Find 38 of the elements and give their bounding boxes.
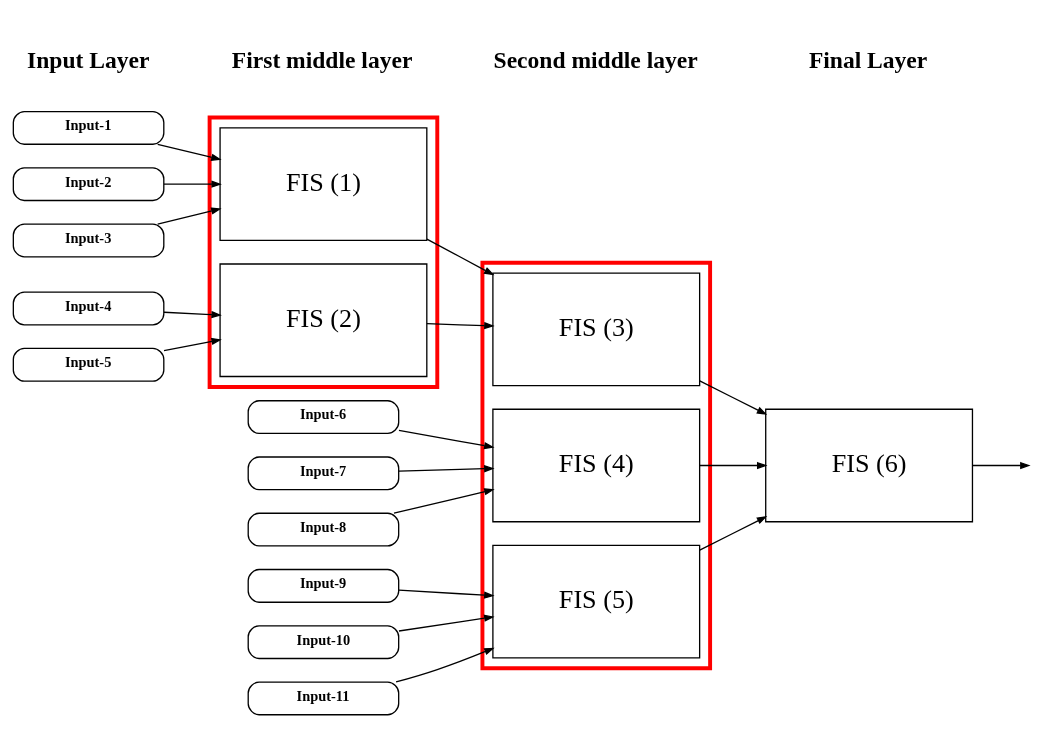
node-box: Input-10 [247,625,400,660]
node-box: FIS (1) [219,127,428,242]
arrow [163,180,222,188]
node-box: Input-11 [247,681,400,716]
arrow [163,310,222,319]
node-box: Input-5 [12,347,165,382]
arrow [426,322,495,330]
arrow [398,589,495,599]
arrow [163,337,222,352]
node-box: Input-1 [12,110,165,145]
arrow [699,380,768,415]
node-box: Input-8 [247,512,400,547]
node-box: FIS (5) [492,544,701,659]
node-box: FIS (2) [219,263,428,378]
node-box: FIS (6) [765,408,974,523]
node-box: Input-4 [12,291,165,326]
arrow [699,461,768,470]
node-box: Input-7 [247,456,400,491]
label: Final Layer [808,47,928,74]
arrow [699,516,768,551]
arrow [395,647,495,683]
arrow [398,429,495,450]
arrow [393,488,495,514]
node-box: Input-2 [12,167,165,202]
arrow [157,143,222,161]
arrow [426,238,495,276]
node-box: FIS (3) [492,272,701,387]
arrow [398,465,495,473]
label: Input Layer [27,47,150,74]
label: Second middle layer [493,47,698,74]
arrow [157,207,222,225]
label: First middle layer [231,47,413,74]
node-box: Input-3 [12,223,165,258]
arrow [398,614,495,632]
node-box: Input-9 [247,568,400,603]
node-box: Input-6 [247,400,400,435]
node-box: FIS (4) [492,408,701,523]
arrow [972,461,1031,470]
